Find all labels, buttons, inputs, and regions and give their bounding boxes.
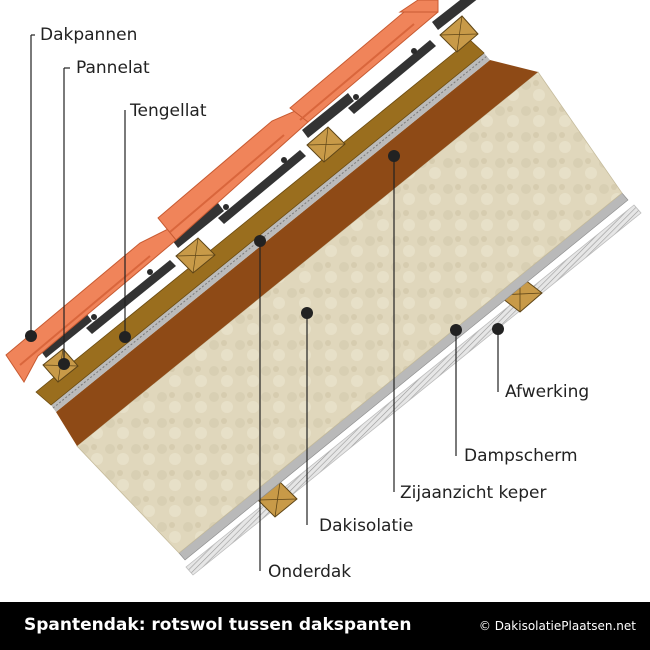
dot-keper (388, 150, 400, 162)
label-afwerking: Afwerking (505, 382, 589, 402)
footer-title: Spantendak: rotswol tussen dakspanten (24, 615, 411, 635)
dot-onderdak (254, 235, 266, 247)
roof-tile-4 (400, 0, 438, 12)
label-zijaanzicht-keper: Zijaanzicht keper (400, 483, 546, 503)
label-pannelat: Pannelat (76, 58, 150, 78)
label-onderdak: Onderdak (268, 562, 351, 582)
dot-dampscherm (450, 324, 462, 336)
dot-tengellat (119, 331, 131, 343)
footer-credit: © DakisolatiePlaatsen.net (479, 619, 636, 633)
label-dampscherm: Dampscherm (464, 446, 578, 466)
label-dakpannen: Dakpannen (40, 25, 137, 45)
dot-pannelat (58, 358, 70, 370)
label-tengellat: Tengellat (130, 101, 207, 121)
dot-dakpannen (25, 330, 37, 342)
label-dakisolatie: Dakisolatie (319, 516, 413, 536)
footer-bar: Spantendak: rotswol tussen dakspanten © … (0, 602, 650, 650)
dot-dakisolatie (301, 307, 313, 319)
dot-afwerking (492, 323, 504, 335)
roof-cross-section-diagram (0, 0, 650, 602)
